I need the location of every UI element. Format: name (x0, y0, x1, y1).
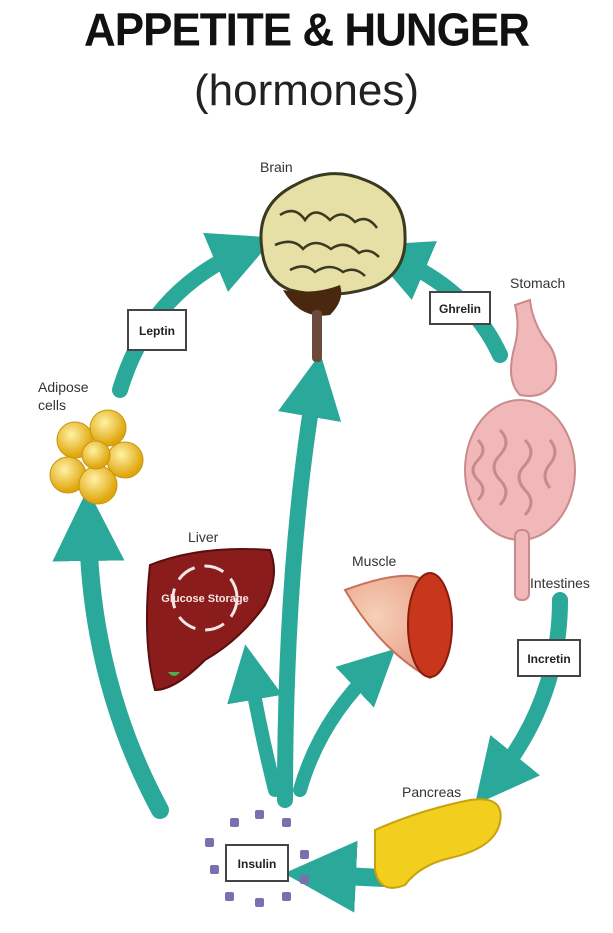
hormone-ghrelin-label: Ghrelin (439, 302, 481, 316)
pancreas-illustration (375, 799, 501, 888)
hormone-insulin: Insulin (226, 845, 288, 881)
label-brain: Brain (260, 159, 293, 175)
label-adipose: Adipose (38, 379, 89, 395)
hormone-leptin-label: Leptin (139, 324, 175, 338)
hormone-ghrelin: Ghrelin (430, 292, 490, 324)
brain-illustration (261, 174, 405, 362)
arrow-insulin-to-liver (250, 672, 275, 790)
label-intestines: Intestines (530, 575, 590, 591)
label-muscle: Muscle (352, 553, 397, 569)
arrow-insulin-to-brain (285, 385, 315, 800)
stomach-intestines-illustration (465, 300, 575, 600)
arrow-intestines-to-pancreas (495, 600, 560, 780)
hormone-incretin: Incretin (518, 640, 580, 676)
label-pancreas: Pancreas (402, 784, 461, 800)
arrow-insulin-to-muscle (300, 668, 375, 790)
muscle-illustration (345, 573, 452, 678)
label-glucose-storage: Glucose Storage (161, 593, 248, 605)
arrow-pancreas-to-insulin (320, 875, 385, 878)
label-adipose-cells: cells (38, 397, 66, 413)
hormone-insulin-label: Insulin (238, 857, 277, 871)
hormone-incretin-label: Incretin (527, 652, 570, 666)
adipose-cells-illustration (50, 410, 143, 504)
label-stomach: Stomach (510, 275, 565, 291)
label-liver: Liver (188, 529, 219, 545)
hormone-leptin: Leptin (128, 310, 186, 350)
